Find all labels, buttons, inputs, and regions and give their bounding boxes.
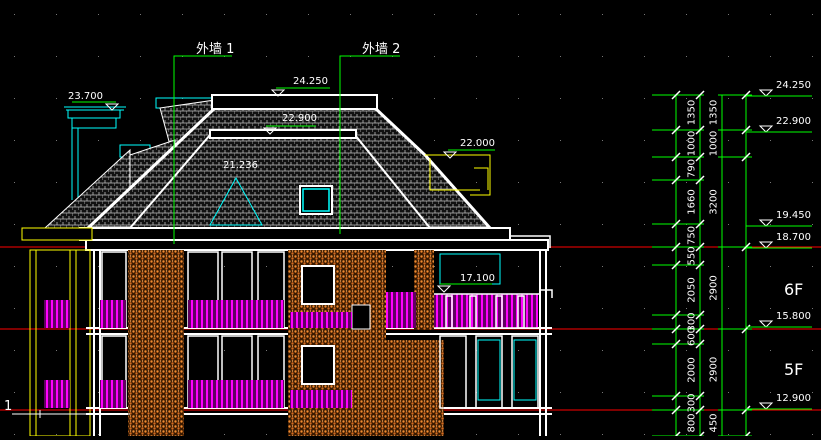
elev-label-22900: 22.900 — [282, 113, 317, 124]
dim-outer-label: 550 — [687, 246, 698, 265]
right-elev-label: 22.900 — [776, 116, 811, 127]
elevation-markers — [104, 89, 458, 293]
dim-inner-label: 2900 — [709, 357, 720, 382]
dim-inner-label: 3200 — [709, 189, 720, 214]
dim-inner-label: 450 — [709, 413, 720, 432]
dim-outer-label: 1660 — [687, 189, 698, 214]
dim-outer-label: 1350 — [687, 100, 698, 125]
roof — [43, 94, 494, 231]
dim-outer-label: 790 — [687, 159, 698, 178]
cornice — [21, 227, 551, 251]
dim-inner-label: 1350 — [709, 100, 720, 125]
right-elev-label: 19.450 — [776, 210, 811, 221]
facade — [29, 249, 553, 437]
dim-outer-label: 1000 — [687, 131, 698, 156]
dim-inner-label: 2900 — [709, 275, 720, 300]
dim-outer-label: 2050 — [687, 277, 698, 302]
wall-label-2: 外墙 2 — [362, 42, 400, 57]
elev-label-17100: 17.100 — [460, 273, 495, 284]
wall-label-1: 外墙 1 — [196, 42, 234, 57]
floor-label: 6F — [784, 280, 803, 299]
right-elev-label: 15.800 — [776, 311, 811, 322]
right-elev-label: 12.900 — [776, 393, 811, 404]
floor-label: 5F — [784, 360, 803, 379]
dim-outer-label: 300 — [687, 393, 698, 412]
right-elev-label: 24.250 — [776, 80, 811, 91]
elev-label-24250: 24.250 — [293, 76, 328, 87]
dim-outer-label: 600 — [687, 327, 698, 346]
axis-label: 1 — [4, 399, 12, 414]
dim-outer-label: 800 — [687, 413, 698, 432]
right-elev-label: 18.700 — [776, 232, 811, 243]
elev-label-23700: 23.700 — [68, 91, 103, 102]
dim-outer-label: 750 — [687, 226, 698, 245]
dim-outer-label: 300 — [687, 312, 698, 331]
dim-outer-label: 2000 — [687, 357, 698, 382]
elev-label-21236: 21.236 — [223, 160, 258, 171]
axis-marker: 1 — [4, 399, 130, 418]
dim-inner-label: 1000 — [709, 131, 720, 156]
dimension-column: 1350100079016607505502050300600200030080… — [652, 80, 812, 440]
left-cyan-structure — [64, 97, 217, 200]
elev-label-22000: 22.000 — [460, 138, 495, 149]
wall-leaders — [72, 55, 495, 285]
